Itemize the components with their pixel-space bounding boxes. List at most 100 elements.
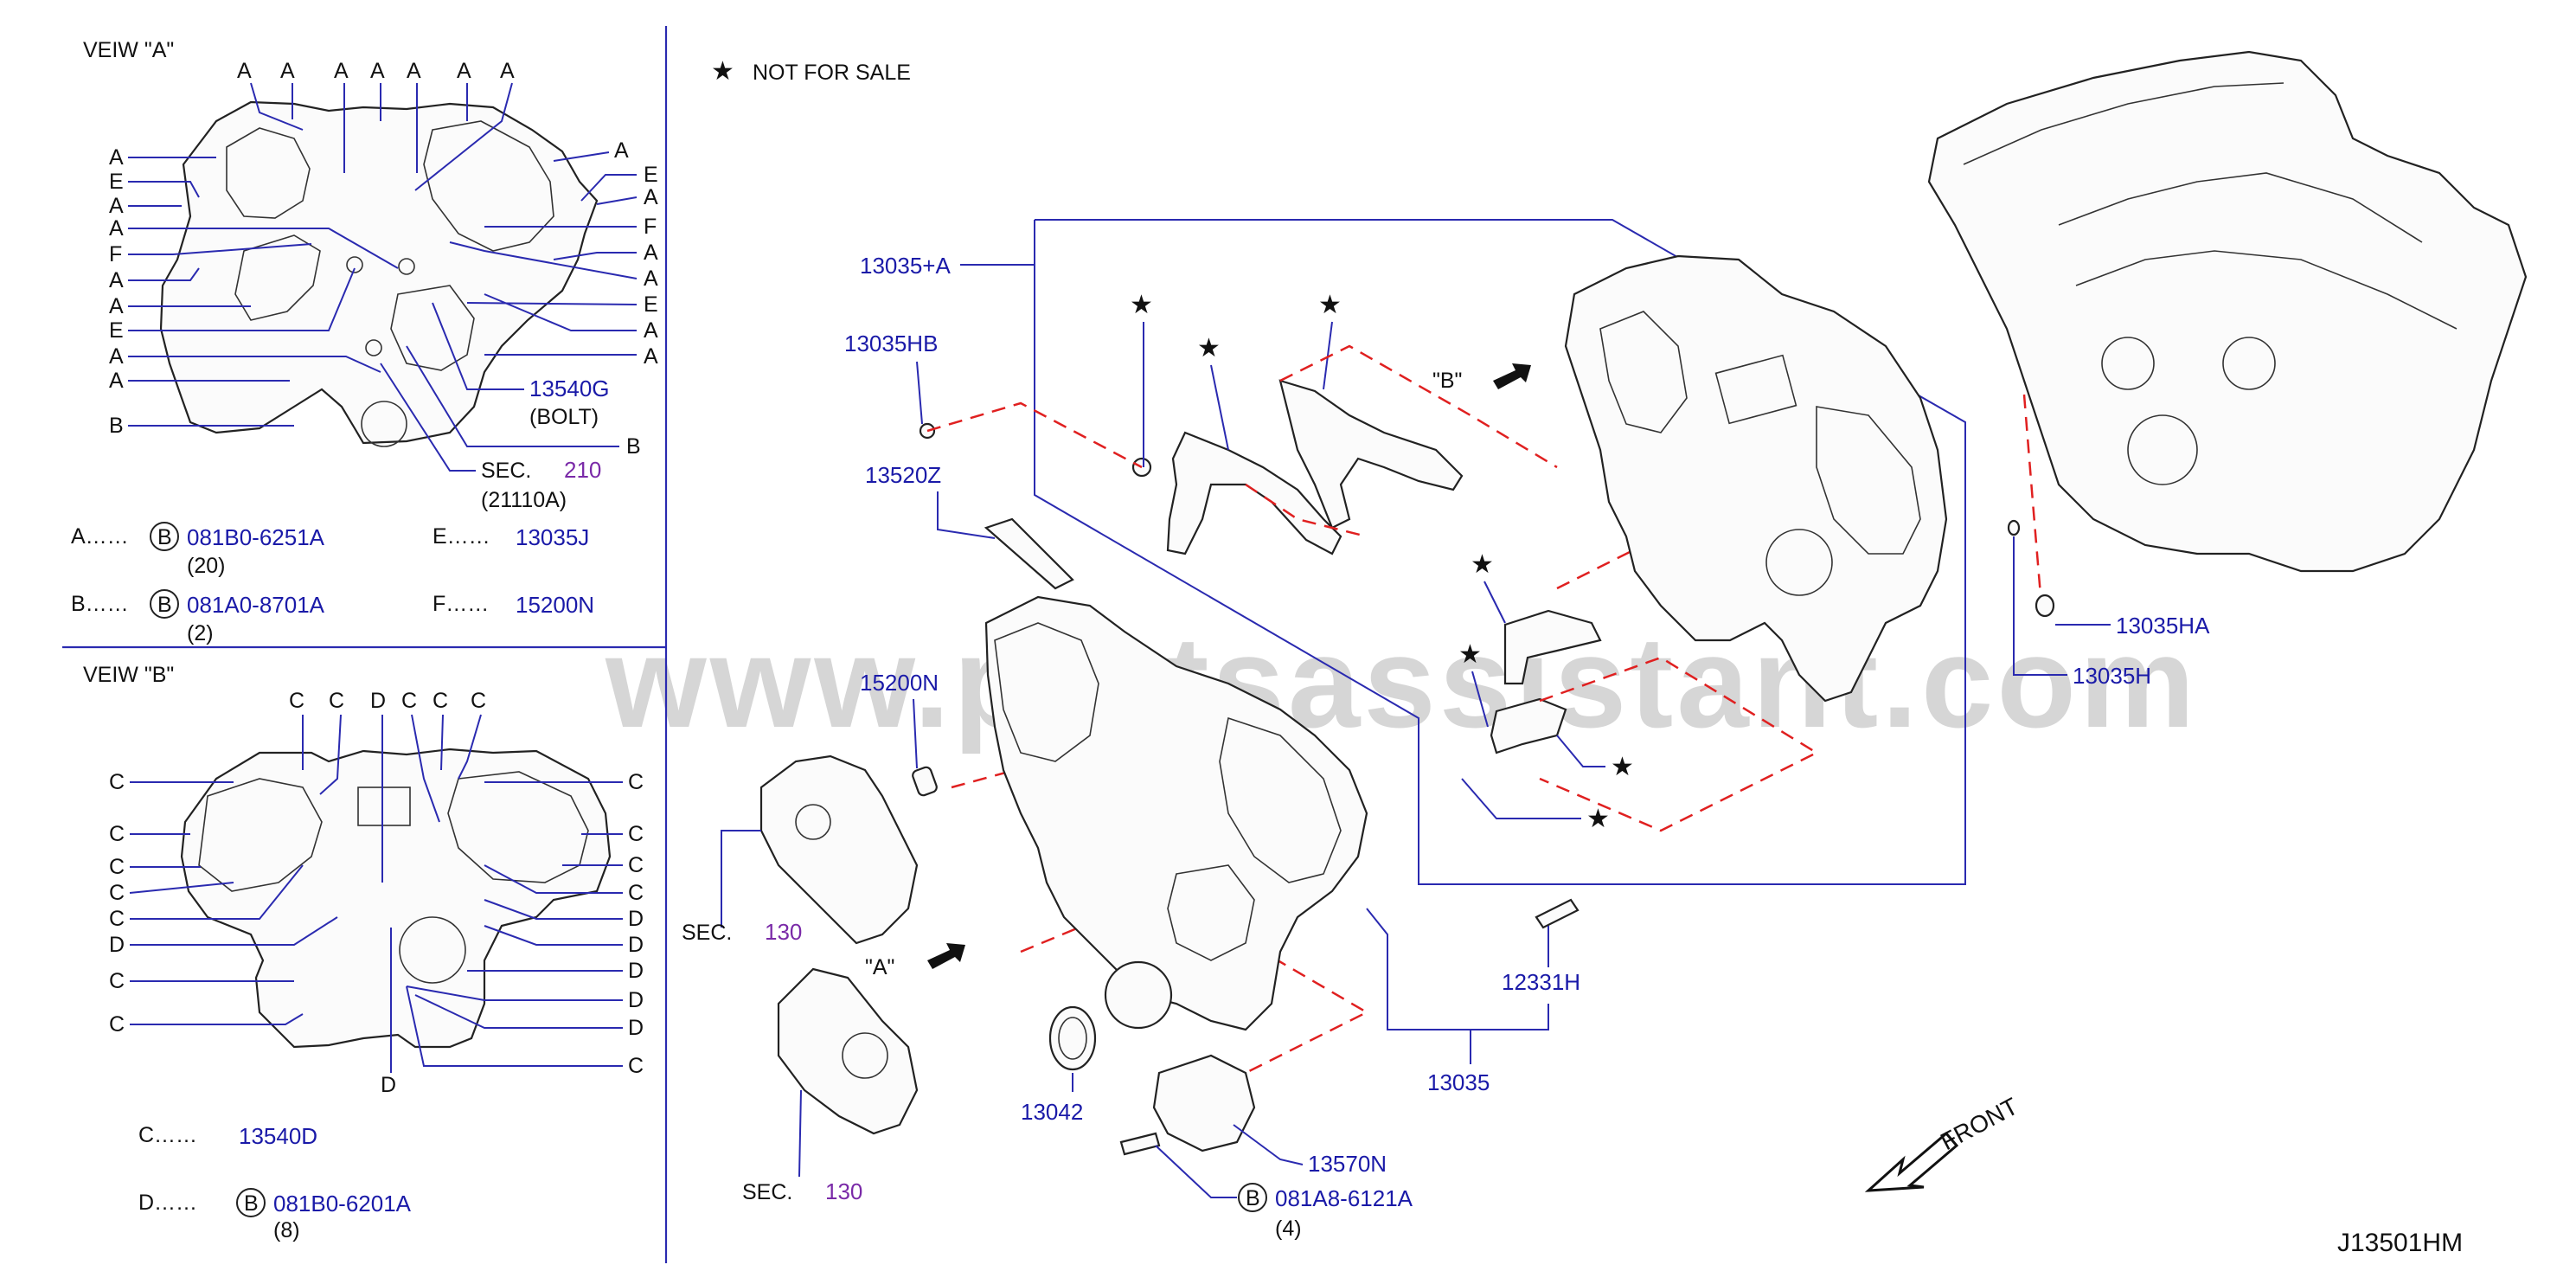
water-pump-sec130-bottom: [777, 967, 919, 1135]
view-b-left-window: [198, 778, 323, 892]
star-icon: ★: [1611, 753, 1634, 781]
label-c: C: [109, 907, 125, 931]
star-icon: ★: [711, 57, 734, 86]
callout-sec130-top-num: 130: [765, 919, 802, 945]
star-icon: ★: [1471, 550, 1494, 579]
callout-sec130-bottom: SEC.: [742, 1180, 792, 1204]
plug-13035h: [2007, 519, 2021, 536]
callout-13035h: 13035H: [2073, 663, 2151, 689]
label-a: A: [109, 294, 124, 318]
label-e: E: [644, 292, 658, 317]
callout-bolt-part: 081A8-6121A: [1275, 1185, 1413, 1211]
cover-right-window: [1219, 716, 1342, 883]
label-c: C: [109, 822, 125, 846]
legend-d-qty: (8): [273, 1218, 300, 1242]
leader-13570n: [1233, 1124, 1304, 1165]
bolt-leader: [432, 302, 524, 390]
view-a-right-window: [423, 120, 554, 252]
bolt-part-number: 13540G: [529, 376, 610, 401]
view-b-arrow-icon: [1493, 363, 1531, 389]
legend-b-key: B……: [71, 592, 129, 616]
gasket-upper: [1166, 431, 1342, 555]
view-b-center-slot: [357, 786, 411, 826]
sec-210-leader: [380, 363, 476, 472]
legend-e-part: 13035J: [516, 524, 589, 550]
view-a-left-window: [226, 127, 311, 219]
legend-a-part: 081B0-6251A: [187, 524, 325, 550]
callout-sec130-bottom-num: 130: [825, 1178, 862, 1204]
star-icon: ★: [1458, 640, 1482, 669]
view-b-right-letters: C C C C D D D D D C: [628, 770, 644, 1078]
label-a: A: [109, 194, 124, 218]
star-icon: ★: [1586, 805, 1610, 833]
view-b-bottom-d: D: [381, 1073, 396, 1097]
star-icon: ★: [1130, 291, 1153, 319]
callout-13035hb: 13035HB: [844, 331, 938, 356]
label-a: A: [370, 59, 385, 83]
callout-12331h: 12331H: [1502, 969, 1580, 995]
main-exploded-view: ★ NOT FOR SALE 13035+A ★ ★ ★ ★ ★ ★ ★: [682, 50, 2528, 1257]
label-f: F: [644, 215, 657, 239]
gasket-strip-13520z: [984, 517, 1074, 590]
label-a: A: [109, 369, 124, 393]
circle-b-letter: B: [244, 1191, 259, 1216]
block-bank-line: [2075, 250, 2457, 330]
view-a-bolt-hole: [398, 258, 415, 275]
pump-pulley: [842, 1032, 888, 1079]
circle-b-letter: B: [157, 525, 172, 549]
sec-210-sub: (21110A): [481, 488, 567, 512]
label-a: A: [109, 268, 124, 292]
legend-a-qty: (20): [187, 554, 225, 578]
label-d: D: [628, 907, 644, 931]
bolt-081a8: [1119, 1132, 1161, 1156]
legend-d-key: D……: [138, 1191, 197, 1215]
rear-cover-left-window: [1599, 311, 1688, 433]
callout-sec130-top: SEC.: [682, 921, 732, 945]
label-c: C: [109, 969, 125, 993]
label-c: C: [628, 770, 644, 794]
block-deck-line: [1963, 82, 2284, 165]
view-a-lower-window: [234, 234, 321, 321]
label-a: A: [109, 216, 124, 241]
watermark: www.partsassistant.com: [605, 609, 2198, 754]
leader-sec130-bottom: [798, 1089, 802, 1178]
leader-13035h: [2013, 536, 2067, 676]
view-a-title: VEIW "A": [83, 38, 174, 62]
label-e: E: [109, 318, 124, 343]
label-c: C: [109, 770, 125, 794]
rear-cover-upper: [1564, 254, 1948, 703]
block-crank-bore: [2127, 414, 2198, 485]
view-a-panel: VEIW "A" A A A A A A A: [83, 38, 658, 512]
circle-b-marker: [150, 589, 179, 619]
label-d: D: [628, 1016, 644, 1040]
label-a: A: [644, 241, 658, 265]
legend-d-part: 081B0-6201A: [273, 1191, 412, 1217]
legend-e-key: E……: [433, 524, 490, 549]
block-head-line: [2058, 172, 2423, 243]
view-a-bolt-hole: [346, 256, 363, 273]
label-a: A: [500, 59, 515, 83]
legend-a: A…… B 081B0-6251A (20) E…… 13035J B…… B …: [71, 522, 594, 645]
view-a-cover-outline: [159, 100, 599, 445]
front-arrow-icon: [1864, 1131, 1959, 1192]
view-a-center-window: [390, 285, 475, 371]
label-c: C: [433, 689, 448, 713]
gasket-small-b: [1490, 697, 1567, 754]
label-f: F: [109, 242, 122, 266]
label-a: A: [280, 59, 295, 83]
view-b-crank-hole: [399, 916, 466, 984]
crank-seal-opening: [1104, 960, 1173, 1030]
oil-seal-13042: [1048, 1005, 1097, 1071]
front-label: FRONT: [1936, 1093, 2022, 1156]
view-a-right-letters: A E A F A A E A A: [614, 138, 658, 369]
legend-a-key: A……: [71, 524, 129, 549]
dowel-12331h: [1535, 898, 1580, 929]
view-b-right-leaders: [406, 781, 623, 1067]
label-b: B: [109, 414, 124, 438]
callout-13035a: 13035+A: [860, 253, 951, 279]
label-a: A: [334, 59, 349, 83]
star-icon: ★: [1197, 334, 1221, 363]
label-d: D: [628, 959, 644, 983]
view-b-cover-outline: [180, 748, 612, 1049]
cover-left-window: [994, 622, 1099, 762]
